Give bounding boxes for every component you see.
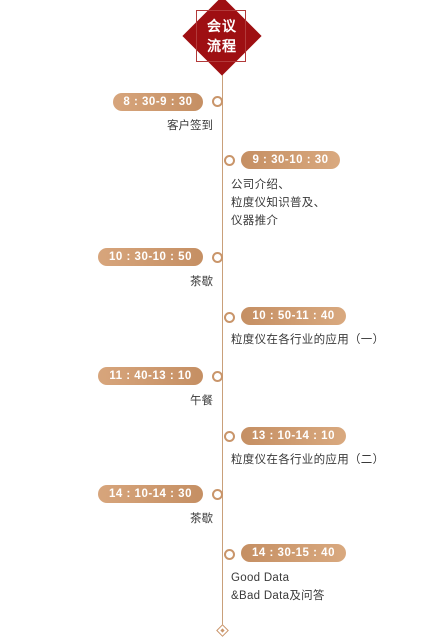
agenda-time-6: 13 : 10-14 : 10 bbox=[241, 427, 346, 445]
page-title: 会议 流程 bbox=[207, 18, 237, 54]
agenda-time-7: 14 : 10-14 : 30 bbox=[98, 485, 203, 503]
agenda-desc-5: 午餐 bbox=[190, 395, 213, 407]
agenda-desc-3: 茶歇 bbox=[190, 276, 213, 288]
timeline-axis bbox=[222, 44, 223, 628]
timeline-dot-6 bbox=[224, 431, 235, 442]
agenda-desc-6: 粒度仪在各行业的应用（二） bbox=[231, 454, 385, 466]
agenda-desc-2: 公司介绍、 粒度仪知识普及、 仪器推介 bbox=[231, 179, 326, 227]
timeline-dot-8 bbox=[224, 549, 235, 560]
agenda-time-5: 11 : 40-13 : 10 bbox=[98, 367, 203, 385]
timeline-dot-3 bbox=[212, 252, 223, 263]
timeline-dot-4 bbox=[224, 312, 235, 323]
agenda-time-8: 14 : 30-15 : 40 bbox=[241, 544, 346, 562]
agenda-time-3: 10 : 30-10 : 50 bbox=[98, 248, 203, 266]
timeline-dot-7 bbox=[212, 489, 223, 500]
agenda-time-4: 10 : 50-11 : 40 bbox=[241, 307, 346, 325]
timeline-dot-5 bbox=[212, 371, 223, 382]
timeline-dot-2 bbox=[224, 155, 235, 166]
header-frame bbox=[196, 10, 246, 62]
agenda-time-2: 9 : 30-10 : 30 bbox=[241, 151, 340, 169]
agenda-desc-8: Good Data &Bad Data及问答 bbox=[231, 572, 325, 602]
agenda-desc-4: 粒度仪在各行业的应用（一） bbox=[231, 334, 385, 346]
timeline-dot-1 bbox=[212, 96, 223, 107]
agenda-desc-7: 茶歇 bbox=[190, 513, 213, 525]
agenda-time-1: 8 : 30-9 : 30 bbox=[113, 93, 203, 111]
agenda-desc-1: 客户签到 bbox=[167, 120, 213, 132]
